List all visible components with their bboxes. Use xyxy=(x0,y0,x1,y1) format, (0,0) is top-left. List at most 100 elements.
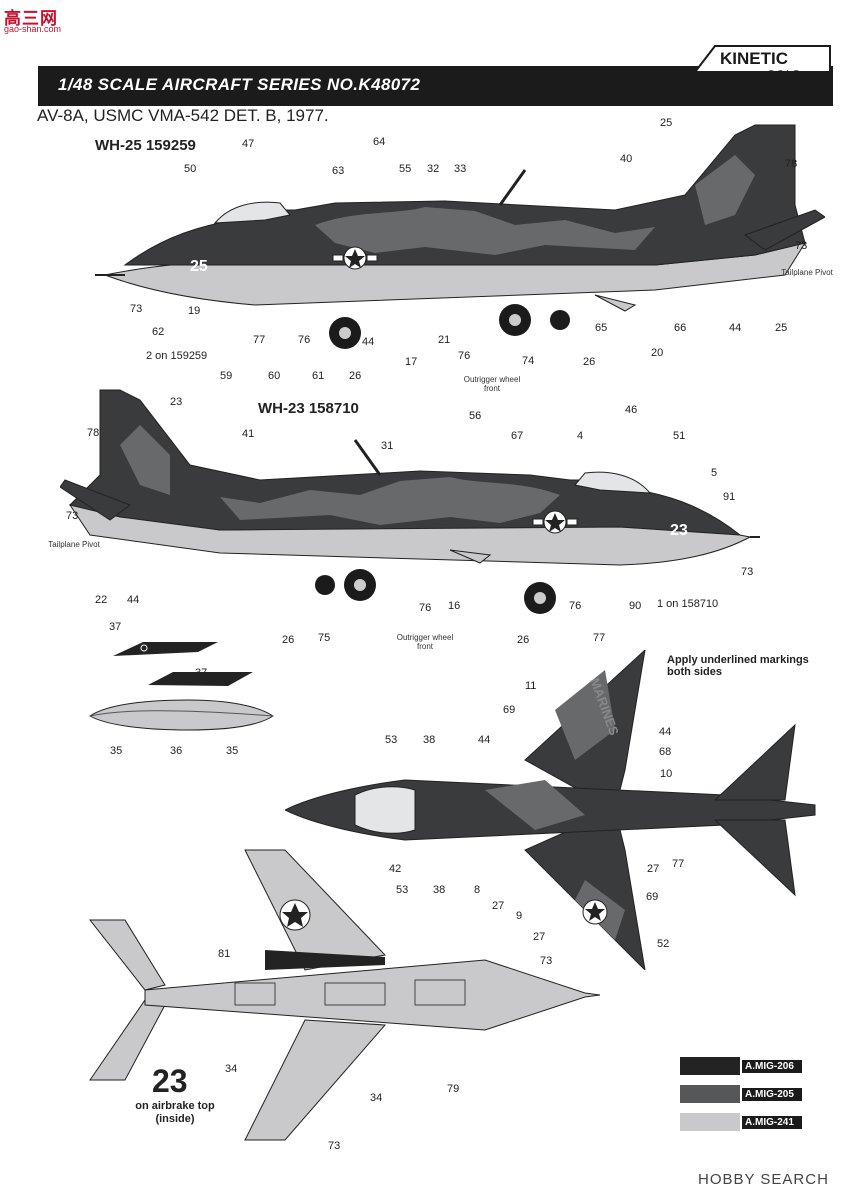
callout-66: 66 xyxy=(674,322,687,334)
color-swatch xyxy=(680,1057,740,1075)
kinetic-gold-logo: KINETIC GOLD xyxy=(692,45,831,78)
callout-76a: 76 xyxy=(298,334,311,346)
callout-25b: 25 xyxy=(775,322,788,334)
callout-78: 78 xyxy=(785,158,798,170)
brand-name: KINETIC xyxy=(720,49,788,68)
color-code-label: A.MIG-241 xyxy=(742,1115,802,1129)
outrigger-label-2: Outrigger wheel front xyxy=(396,633,454,651)
watermark-logo: 高三网 xyxy=(4,9,58,28)
brand-sub: GOLD xyxy=(768,69,803,78)
color-code-label: A.MIG-205 xyxy=(742,1087,802,1101)
callout5-81: 81 xyxy=(218,948,231,960)
callout3-35b: 35 xyxy=(226,745,239,757)
callout-19: 19 xyxy=(188,305,201,317)
callout-26b: 26 xyxy=(349,370,362,382)
callout2-1-on-158710: 1 on 158710 xyxy=(657,598,719,610)
callout-64: 64 xyxy=(373,136,386,148)
aircraft-top-view: MARINES xyxy=(285,650,816,970)
callout4-38b: 38 xyxy=(433,884,446,896)
tailplane-pivot-label-2: Tailplane Pivot xyxy=(48,540,100,549)
callout3-37a: 37 xyxy=(109,621,122,633)
callout3-35a: 35 xyxy=(110,745,123,757)
color-key-row: A.MIG-205 xyxy=(680,1085,802,1103)
callout-20: 20 xyxy=(651,347,664,359)
callout2-23: 23 xyxy=(170,396,183,408)
watermark-url: gao-shan.com xyxy=(4,24,62,34)
callout-73a: 73 xyxy=(795,240,808,252)
callout5-34a: 34 xyxy=(225,1063,238,1075)
callout-21: 21 xyxy=(438,334,451,346)
callout4-53a: 53 xyxy=(385,734,398,746)
callout2-51: 51 xyxy=(673,430,686,442)
callout-40: 40 xyxy=(620,153,633,165)
callout4-52: 52 xyxy=(657,938,670,950)
scheme-subtitle: AV-8A, USMC VMA-542 DET. B, 1977. xyxy=(37,106,329,125)
callout2-46: 46 xyxy=(625,404,638,416)
color-code-label: A.MIG-206 xyxy=(742,1059,802,1073)
callout4-9: 9 xyxy=(516,910,523,922)
callout-33: 33 xyxy=(454,163,467,175)
callout-77: 77 xyxy=(253,334,266,346)
color-key-row: A.MIG-241 xyxy=(680,1113,802,1131)
callout4-27c: 27 xyxy=(647,863,660,875)
callout-32: 32 xyxy=(427,163,440,175)
callout2-73b: 73 xyxy=(741,566,754,578)
callout4-68: 68 xyxy=(659,746,672,758)
callout-61: 61 xyxy=(312,370,325,382)
callout2-76a: 76 xyxy=(419,602,432,614)
callout-62: 62 xyxy=(152,326,165,338)
callout-44b: 44 xyxy=(729,322,742,334)
callout5-34b: 34 xyxy=(370,1092,383,1104)
callout-65: 65 xyxy=(595,322,608,334)
callout-55: 55 xyxy=(399,163,412,175)
callout4-42: 42 xyxy=(389,863,402,875)
callout4-27b: 27 xyxy=(533,931,546,943)
callout2-73a: 73 xyxy=(66,510,79,522)
callout-63: 63 xyxy=(332,165,345,177)
callout4-73: 73 xyxy=(540,955,553,967)
callout3-37b: 37 xyxy=(195,667,208,679)
callout2-67: 67 xyxy=(511,430,524,442)
callout-50: 50 xyxy=(184,163,197,175)
callout-73b: 73 xyxy=(130,303,143,315)
callout4-69a: 69 xyxy=(503,704,516,716)
callout-2-on-159259: 2 on 159259 xyxy=(146,350,208,362)
aircraft1-registration: WH-25 159259 xyxy=(95,137,196,154)
aircraft1-side-profile: 25 xyxy=(95,124,825,349)
callout4-44b: 44 xyxy=(659,726,672,738)
callout5-73: 73 xyxy=(328,1140,341,1152)
airbrake-caption: on airbrake top (inside) xyxy=(135,1100,215,1125)
callout-17: 17 xyxy=(405,356,418,368)
callout-76b: 76 xyxy=(458,350,471,362)
callout2-75: 75 xyxy=(318,632,331,644)
callout2-41: 41 xyxy=(242,428,255,440)
callout-59: 59 xyxy=(220,370,233,382)
callout-74: 74 xyxy=(522,355,535,367)
aircraft2-registration: WH-23 158710 xyxy=(258,400,359,417)
color-key: A.MIG-206 A.MIG-205 A.MIG-241 xyxy=(680,1057,802,1131)
callout2-26a: 26 xyxy=(282,634,295,646)
underlined-markings-note: Apply underlined markings both sides xyxy=(667,654,809,678)
callout4-77: 77 xyxy=(672,858,685,870)
callout-44a: 44 xyxy=(362,336,375,348)
color-swatch xyxy=(680,1085,740,1103)
callout4-69b: 69 xyxy=(646,891,659,903)
color-swatch xyxy=(680,1113,740,1131)
callout2-5: 5 xyxy=(711,467,718,479)
callout4-11: 11 xyxy=(525,680,537,692)
callout5-79: 79 xyxy=(447,1083,460,1095)
outrigger-label-1: Outrigger wheel front xyxy=(463,375,521,393)
callout4-8: 8 xyxy=(474,884,481,896)
callout4-38a: 38 xyxy=(423,734,436,746)
callout3-36: 36 xyxy=(170,745,183,757)
color-key-row: A.MIG-206 xyxy=(680,1057,802,1075)
callout4-44a: 44 xyxy=(478,734,491,746)
airbrake-23: 23 xyxy=(152,1063,188,1099)
tailplane-pivot-label-1: Tailplane Pivot xyxy=(781,268,833,277)
callout2-26b: 26 xyxy=(517,634,530,646)
callout2-16: 16 xyxy=(448,600,461,612)
callout2-91: 91 xyxy=(723,491,736,503)
callout-47: 47 xyxy=(242,138,255,150)
callout2-44: 44 xyxy=(127,594,140,606)
series-title: 1/48 SCALE AIRCRAFT SERIES NO.K48072 xyxy=(58,75,421,94)
